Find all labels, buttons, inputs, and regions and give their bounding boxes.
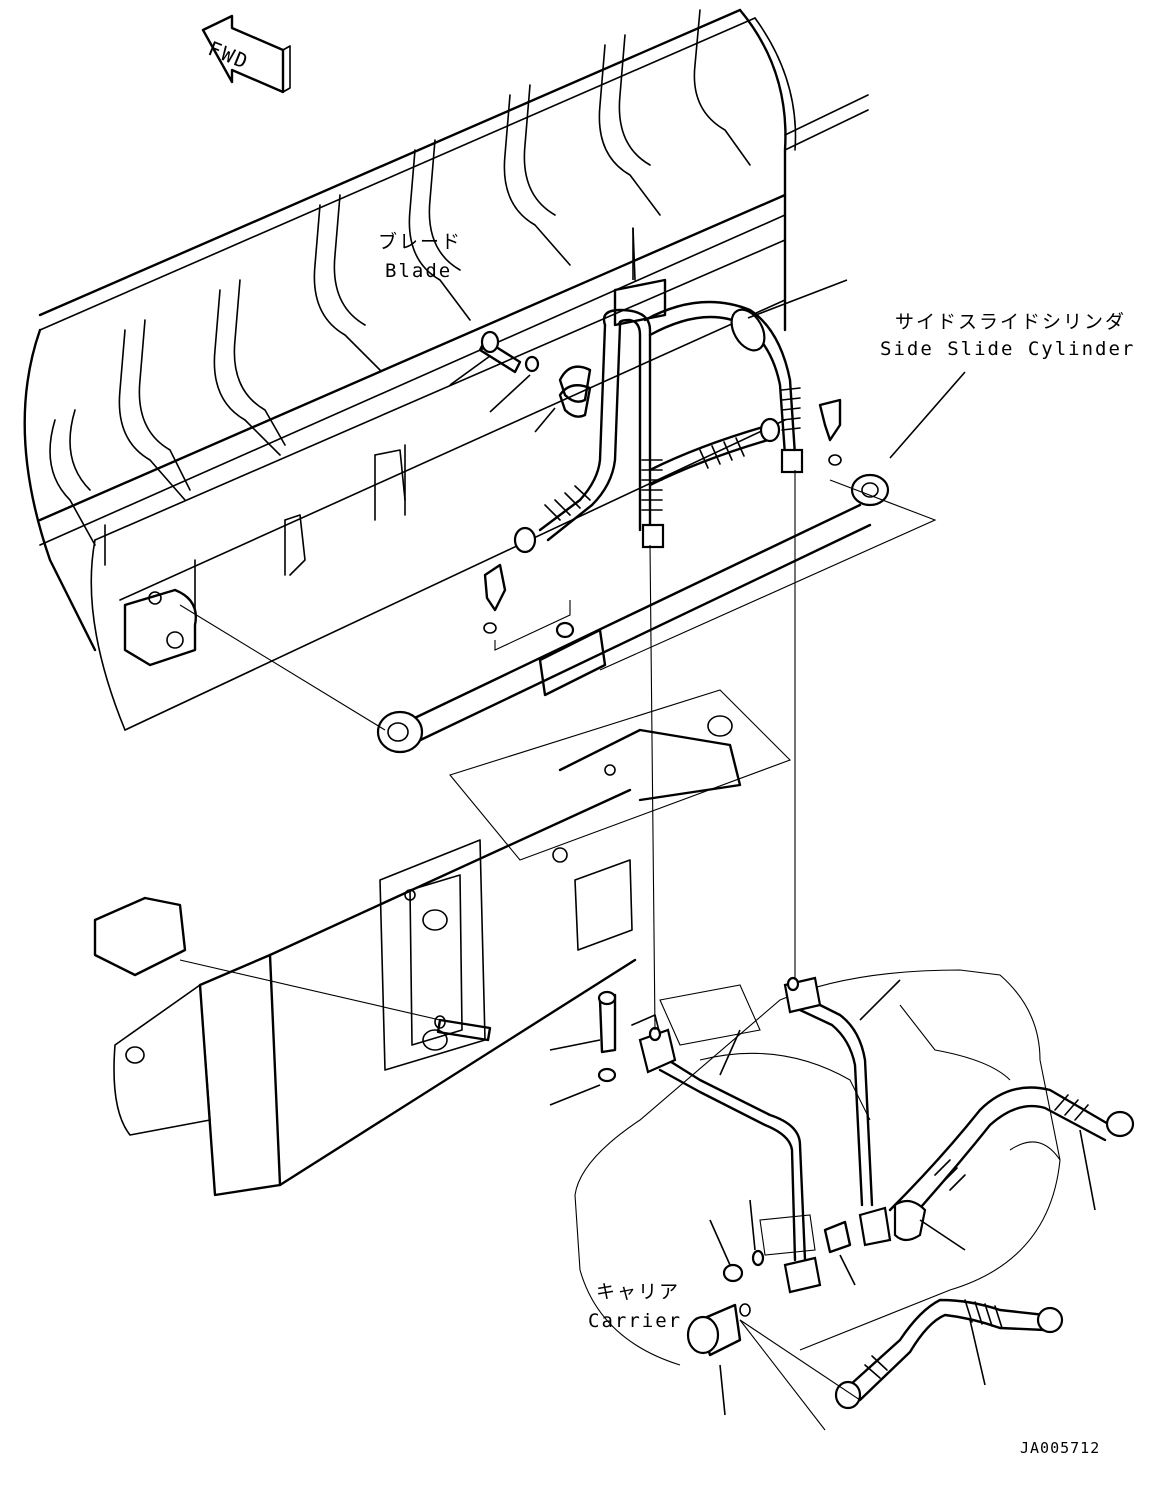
connection-lines	[179, 470, 861, 1431]
steel-tube-assembly	[631, 976, 892, 1294]
carrier-cap-fitting	[686, 1303, 751, 1357]
side-slide-cylinder	[376, 473, 937, 754]
blade-label-jp: ブレード	[378, 231, 463, 253]
fwd-arrow-icon	[201, 14, 291, 94]
bolts-washers-lower	[597, 990, 852, 1283]
blade-outline	[23, 8, 869, 731]
blade-label-en: Blade	[385, 260, 453, 282]
carrier-label-en: Carrier	[588, 1310, 683, 1332]
elbow-fittings	[483, 398, 842, 634]
bolt-washer-clamp-parts	[478, 330, 592, 418]
leader-lines	[449, 228, 1096, 1416]
drawing-id: JA005712	[1020, 1439, 1101, 1457]
cylinder-label-en: Side Slide Cylinder	[880, 338, 1136, 360]
lower-carrier-outline	[574, 969, 1061, 1366]
hose-assembly-lower	[834, 1086, 1135, 1410]
carrier-frame	[93, 689, 791, 1197]
cylinder-label-jp: サイドスライドシリンダ	[895, 311, 1127, 333]
hose-assembly-upper	[513, 227, 804, 554]
carrier-label-jp: キャリア	[596, 1281, 681, 1303]
